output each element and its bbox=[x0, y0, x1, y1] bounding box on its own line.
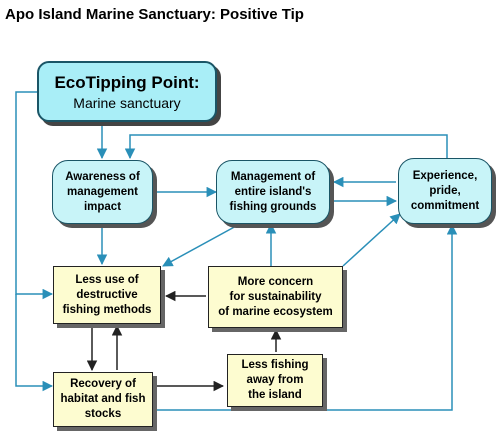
node-text-line: commitment bbox=[410, 199, 480, 212]
node-ecotipping-point: EcoTipping Point: Marine sanctuary bbox=[37, 61, 217, 122]
node-text-line: habitat and fish bbox=[60, 393, 146, 405]
arrow-management-to-less-use bbox=[162, 224, 239, 267]
node-text-line: pride, bbox=[429, 184, 461, 197]
node-text-line: management bbox=[67, 185, 138, 198]
arrow-concern-to-experience bbox=[342, 213, 401, 267]
node-text-line: the island bbox=[248, 389, 302, 401]
node-concern: More concern for sustainability of marin… bbox=[208, 266, 343, 328]
ecotipping-point-heading: EcoTipping Point: bbox=[54, 72, 200, 92]
arrow-tip-to-recovery bbox=[15, 294, 54, 392]
node-text-line: Recovery of bbox=[70, 378, 136, 390]
node-management: Management of entire island's fishing gr… bbox=[216, 160, 330, 224]
node-experience: Experience, pride, commitment bbox=[398, 158, 492, 224]
arrow-experience-to-awareness bbox=[124, 134, 448, 160]
node-text-line: stocks bbox=[84, 408, 122, 420]
node-awareness: Awareness of management impact bbox=[52, 160, 153, 224]
node-less-use: Less use of destructive fishing methods bbox=[53, 266, 161, 324]
arrow-recovery-to-experience bbox=[153, 223, 458, 411]
node-text-line: of marine ecosystem bbox=[218, 305, 333, 318]
node-text-line: for sustainability bbox=[229, 290, 322, 303]
node-text-line: Experience, bbox=[412, 169, 478, 182]
node-text-line: fishing methods bbox=[62, 303, 152, 316]
node-text-line: Less fishing bbox=[241, 359, 309, 371]
node-less-fishing: Less fishing away from the island bbox=[227, 354, 323, 407]
node-text-line: entire island's bbox=[234, 185, 312, 198]
node-text-line: More concern bbox=[237, 275, 314, 288]
page-title: Apo Island Marine Sanctuary: Positive Ti… bbox=[5, 6, 304, 23]
node-text-line: Awareness of bbox=[65, 170, 140, 183]
node-recovery: Recovery of habitat and fish stocks bbox=[53, 372, 153, 427]
arrow-tip-to-less-use bbox=[15, 91, 54, 300]
node-text-line: impact bbox=[83, 200, 122, 213]
node-text-line: Management of bbox=[230, 170, 316, 183]
node-text-line: away from bbox=[246, 374, 304, 386]
node-text-line: destructive bbox=[76, 288, 138, 301]
ecotipping-point-subtitle: Marine sanctuary bbox=[73, 94, 181, 111]
node-text-line: fishing grounds bbox=[229, 200, 317, 213]
node-text-line: Less use of bbox=[75, 273, 139, 286]
